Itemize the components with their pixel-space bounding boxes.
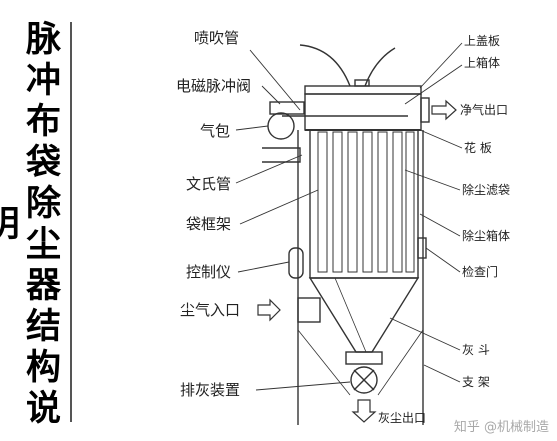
title-divider [70, 22, 72, 422]
filter-bag [332, 131, 343, 273]
leader-top-cover [419, 42, 463, 89]
label-upper-box: 上箱体 [464, 56, 501, 70]
label-controller: 控制仪 [186, 263, 232, 281]
clean-outlet-flange [420, 97, 430, 123]
solenoid-valve [269, 101, 305, 115]
leader-venturi [235, 154, 303, 184]
lift-lug [354, 79, 370, 87]
diagram-title: 脉冲布袋除尘器结构说明 [0, 20, 60, 430]
dirty-inlet-arrow [257, 298, 281, 322]
label-bag-cage: 袋框架 [186, 215, 232, 233]
filter-bag [377, 131, 388, 273]
leader-air-bag [235, 125, 269, 131]
discharge-valve [350, 366, 378, 394]
label-top-cover: 上盖板 [464, 34, 501, 48]
leader-blow-pipe [249, 49, 301, 111]
lift-curve-left [299, 44, 351, 87]
label-discharge-device: 排灰装置 [180, 381, 241, 399]
filter-bags [317, 131, 415, 273]
filter-bag [317, 131, 328, 273]
air-bag [267, 112, 295, 140]
label-ash-outlet: 灰尘出口 [378, 411, 427, 425]
leader-hopper [389, 317, 461, 351]
leader-discharge [255, 381, 351, 391]
hopper [308, 277, 420, 353]
leader-dust-box [419, 213, 461, 237]
filter-bag [392, 131, 403, 273]
leader-tube-sheet [419, 129, 463, 149]
brace-left [297, 329, 351, 396]
inspection-door [417, 237, 427, 259]
controller-box [288, 247, 304, 279]
label-clean-outlet: 净气出口 [460, 103, 509, 117]
label-inspection-door: 检查门 [462, 265, 499, 279]
leader-inspection-door [425, 247, 461, 273]
label-hopper: 灰 斗 [462, 343, 490, 357]
leader-controller [237, 261, 290, 273]
leader-support [423, 364, 461, 383]
hopper-inner-line [334, 277, 367, 353]
top-cover [304, 85, 422, 95]
ash-outlet-arrow [351, 399, 377, 423]
upper-box [304, 93, 422, 131]
label-dirty-inlet: 尘气入口 [180, 301, 241, 319]
venturi-bracket [262, 147, 301, 163]
filter-bag [347, 131, 358, 273]
leader-filter-bag [404, 169, 461, 191]
label-filter-bag: 除尘滤袋 [462, 183, 511, 197]
valve-cross-b [353, 369, 375, 391]
label-venturi: 文氏管 [186, 175, 232, 193]
label-dust-box: 除尘箱体 [462, 229, 511, 243]
dirty-inlet-flange [297, 297, 321, 323]
label-solenoid-valve: 电磁脉冲阀 [176, 77, 252, 95]
filter-bag [405, 131, 415, 273]
clean-outlet-arrow [431, 99, 457, 121]
label-air-bag: 气包 [200, 122, 231, 140]
leader-bag-cage [239, 189, 319, 225]
label-support: 支 架 [462, 375, 490, 389]
lift-curve-right [364, 47, 396, 87]
brace-right [377, 329, 424, 396]
label-blow-pipe: 喷吹管 [194, 29, 240, 47]
leader-upper-box [404, 64, 463, 105]
watermark: 知乎 @机械制造 [453, 420, 549, 435]
leader-solenoid [261, 85, 281, 105]
label-tube-sheet: 花 板 [464, 141, 492, 155]
filter-bag [362, 131, 373, 273]
valve-flange [345, 351, 383, 365]
